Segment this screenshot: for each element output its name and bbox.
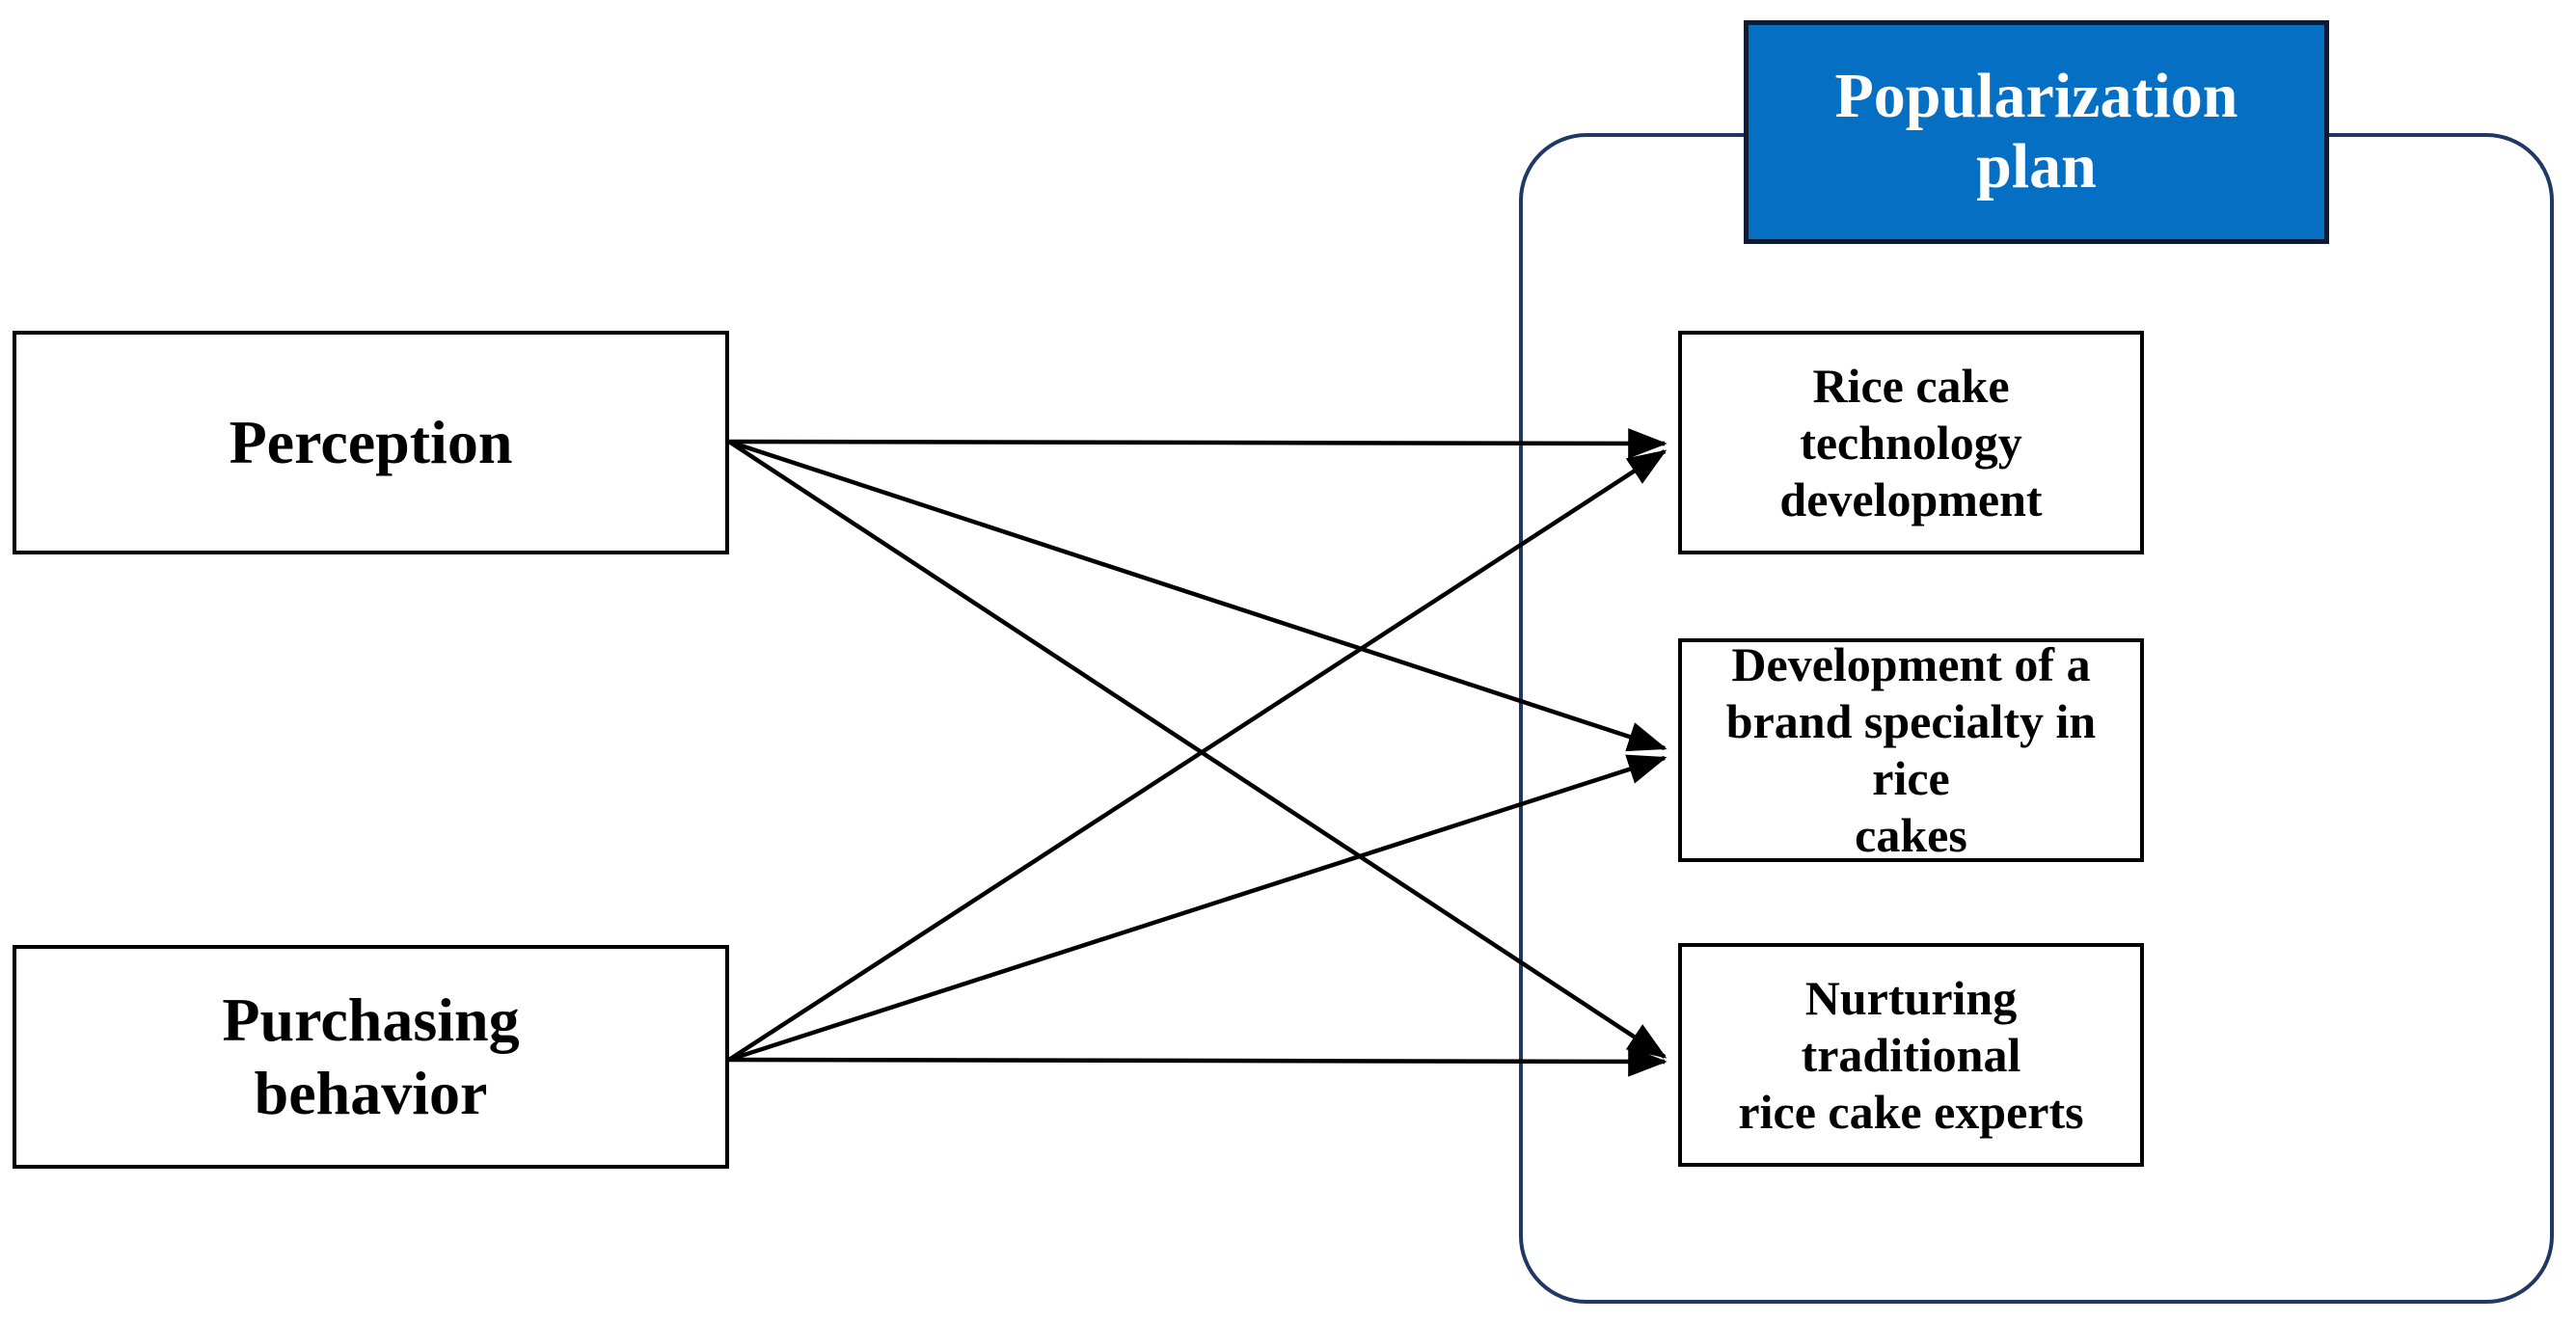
node-brand-specialty-development-line2: brand specialty in rice [1725, 694, 2097, 805]
node-rice-cake-technology-development-line2: development [1779, 472, 2043, 526]
popularization-plan-banner[interactable]: Popularization plan [1744, 20, 2329, 244]
node-purchasing-behavior-line1: Purchasing [222, 985, 520, 1055]
connector-purchasing-behavior-to-traditional-rice-cake-experts [728, 1046, 1668, 1077]
node-perception-label: Perception [229, 408, 513, 477]
node-purchasing-behavior-line2: behavior [254, 1059, 488, 1127]
node-rice-cake-technology-development-label: Rice cake technology development [1682, 358, 2140, 528]
node-traditional-rice-cake-experts[interactable]: Nurturing traditional rice cake experts [1678, 943, 2144, 1167]
connector-perception-to-traditional-rice-cake-experts [727, 440, 1668, 1059]
connector-perception-to-brand-specialty-development [728, 439, 1668, 752]
connector-perception-to-rice-cake-technology-development [728, 428, 1668, 459]
popularization-plan-banner-line1: Popularization [1834, 61, 2238, 132]
node-purchasing-behavior-label: Purchasing behavior [208, 984, 532, 1129]
node-traditional-rice-cake-experts-label: Nurturing traditional rice cake experts [1682, 970, 2140, 1141]
node-brand-specialty-development-line1: Development of a [1731, 637, 2091, 691]
node-rice-cake-technology-development-line1: Rice cake technology [1800, 358, 2022, 470]
node-purchasing-behavior[interactable]: Purchasing behavior [13, 945, 729, 1169]
connector-purchasing-behavior-to-brand-specialty-development [728, 754, 1668, 1063]
node-brand-specialty-development[interactable]: Development of a brand specialty in rice… [1678, 636, 2144, 864]
node-brand-specialty-development-label: Development of a brand specialty in rice… [1682, 636, 2140, 864]
popularization-plan-banner-label: Popularization plan [1834, 62, 2237, 202]
node-traditional-rice-cake-experts-line1: Nurturing traditional [1801, 970, 2021, 1082]
node-perception[interactable]: Perception [13, 331, 729, 554]
popularization-plan-banner-line2: plan [1976, 131, 2097, 202]
node-brand-specialty-development-line3: cakes [1855, 808, 1967, 862]
connector-purchasing-behavior-to-rice-cake-technology-development [727, 449, 1668, 1062]
node-rice-cake-technology-development[interactable]: Rice cake technology development [1678, 331, 2144, 554]
node-traditional-rice-cake-experts-line2: rice cake experts [1738, 1084, 2084, 1139]
